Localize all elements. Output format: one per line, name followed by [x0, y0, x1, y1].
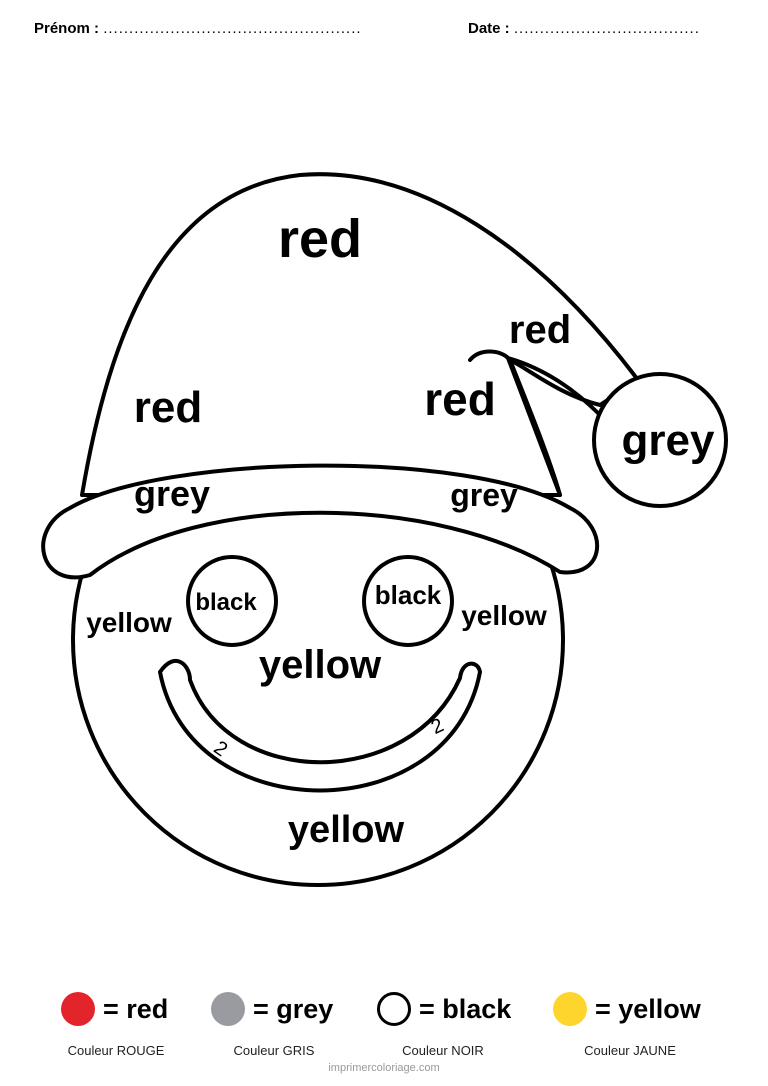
label-face-bottom: yellow: [288, 809, 405, 851]
left-eye: [186, 555, 278, 647]
right-eye: [362, 555, 454, 647]
grey-swatch: [211, 992, 245, 1026]
caption-red: Couleur ROUGE: [67, 1043, 165, 1058]
black-swatch: [377, 992, 411, 1026]
legend-item-red: = red: [61, 992, 168, 1026]
caption-yellow: Couleur JAUNE: [584, 1043, 676, 1058]
legend-item-black: = black: [377, 992, 511, 1026]
label-face-left: yellow: [86, 607, 172, 638]
date-label: Date :: [468, 20, 510, 37]
red-swatch: [61, 992, 95, 1026]
hat-tail-line: [506, 356, 602, 417]
label-face-right: yellow: [461, 600, 547, 631]
legend-label-grey: = grey: [253, 993, 334, 1024]
caption-grey: Couleur GRIS: [233, 1043, 315, 1058]
label-hat-top: red: [278, 209, 362, 269]
label-hat-left: red: [134, 383, 202, 432]
legend-item-yellow: = yellow: [553, 992, 701, 1026]
yellow-swatch: [553, 992, 587, 1026]
label-brim-right: grey: [450, 477, 518, 513]
label-hat-right: red: [424, 373, 496, 425]
mouth: [158, 658, 482, 793]
hat-brim: [41, 463, 599, 580]
pompom: [592, 372, 728, 508]
name-field: Prénom : ...............................…: [34, 20, 362, 37]
label-eye-right: black: [375, 580, 442, 610]
label-pompom: grey: [622, 416, 715, 465]
caption-black: Couleur NOIR: [402, 1043, 484, 1058]
footer-credit: imprimercoloriage.com: [328, 1062, 440, 1074]
legend-label-black: = black: [419, 993, 512, 1024]
label-brim-left: grey: [134, 473, 210, 514]
legend-label-red: = red: [103, 993, 169, 1024]
label-face-center: yellow: [259, 643, 382, 687]
date-field: Date : .................................…: [468, 20, 700, 37]
name-dots: ........................................…: [103, 20, 362, 37]
legend-item-grey: = grey: [211, 992, 333, 1026]
name-label: Prénom :: [34, 20, 100, 37]
label-hat-tail: red: [509, 308, 571, 352]
legend-label-yellow: = yellow: [595, 993, 701, 1024]
date-dots: ....................................: [513, 20, 700, 37]
label-eye-left: black: [195, 589, 257, 616]
